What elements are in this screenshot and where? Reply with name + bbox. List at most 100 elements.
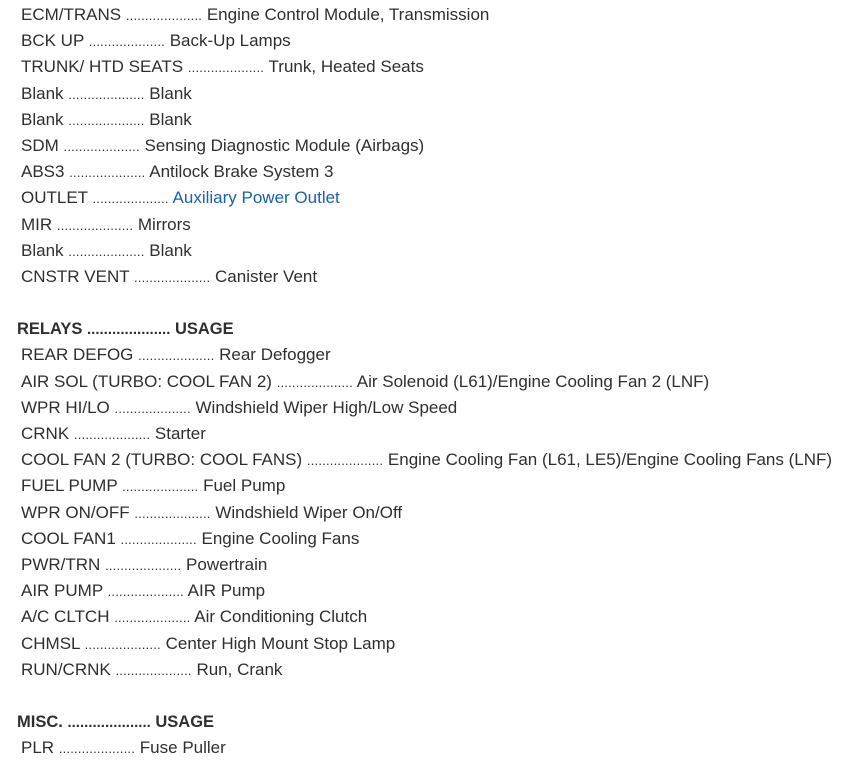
relay-row: WPR HI/LO .................... Windshiel… <box>0 395 848 421</box>
dot-leader: .................... <box>63 138 140 154</box>
relay-desc: Windshield Wiper On/Off <box>215 502 403 522</box>
dot-leader: .................... <box>107 584 184 600</box>
fuse-code: Blank <box>21 83 64 103</box>
fuse-code: SDM <box>21 135 59 155</box>
dot-leader: .................... <box>69 165 146 181</box>
relay-code: CRNK <box>21 424 70 443</box>
relay-row: CRNK .................... Starter <box>0 421 848 447</box>
relay-row: CHMSL .................... Center High M… <box>0 631 848 657</box>
relay-row: AIR PUMP .................... AIR Pump <box>0 578 848 604</box>
dot-leader: .................... <box>187 60 265 76</box>
relay-code: A/C CLTCH <box>21 607 110 627</box>
dot-leader: .................... <box>68 112 145 128</box>
relay-code: COOL FAN 2 (TURBO: COOL FANS) <box>21 450 303 470</box>
misc-header: MISC. .................... USAGE <box>0 709 848 735</box>
fuse-desc: Back-Up Lamps <box>169 31 291 51</box>
fuse-desc: Antilock Brake System 3 <box>149 162 334 182</box>
relay-code: AIR SOL (TURBO: COOL FAN 2) <box>21 371 272 391</box>
fuse-row: Blank .................... Blank <box>0 107 848 133</box>
relays-header-right: USAGE <box>174 320 234 339</box>
relay-desc: Air Conditioning Clutch <box>194 607 368 627</box>
dot-leader: .................... <box>114 610 191 626</box>
dot-leader: .................... <box>67 714 151 732</box>
fuse-code: CNSTR VENT <box>21 266 130 286</box>
relay-code: PWR/TRN <box>21 554 101 574</box>
fuse-desc: Mirrors <box>137 214 191 234</box>
section-spacer <box>0 290 848 316</box>
dot-leader: .................... <box>138 348 215 364</box>
misc-desc: Fuse Puller <box>139 738 226 758</box>
relay-desc: Engine Cooling Fan (L61, LE5)/Engine Coo… <box>387 450 833 470</box>
dot-leader: .................... <box>115 662 192 678</box>
fuse-desc: Blank <box>149 109 192 129</box>
relay-desc: Starter <box>154 424 206 443</box>
relay-row: REAR DEFOG .................... Rear Def… <box>0 342 848 368</box>
fuse-desc: Blank <box>149 83 192 103</box>
relay-desc: Rear Defogger <box>219 345 331 365</box>
relay-desc: Fuel Pump <box>203 476 286 496</box>
relay-row: AIR SOL (TURBO: COOL FAN 2) ............… <box>0 369 848 395</box>
fuse-row: Blank .................... Blank <box>0 238 848 264</box>
relay-desc: AIR Pump <box>187 581 266 601</box>
fuse-code: Blank <box>21 240 64 260</box>
relay-row: COOL FAN 2 (TURBO: COOL FANS) ..........… <box>0 447 848 473</box>
relay-code: COOL FAN1 <box>21 528 116 548</box>
relay-row: PWR/TRN .................... Powertrain <box>0 552 848 578</box>
relay-row: RUN/CRNK .................... Run, Crank <box>0 657 848 683</box>
dot-leader: .................... <box>87 321 171 339</box>
relay-row: COOL FAN1 .................... Engine Co… <box>0 526 848 552</box>
fuse-row: MIR .................... Mirrors <box>0 212 848 238</box>
dot-leader: .................... <box>276 374 353 390</box>
fuse-desc: Sensing Diagnostic Module (Airbags) <box>144 135 425 155</box>
fuse-code: ECM/TRANS <box>21 5 122 24</box>
fuse-row: OUTLET .................... Auxiliary Po… <box>0 185 848 211</box>
fuse-code: MIR <box>21 214 53 234</box>
auxiliary-power-outlet-link[interactable]: Auxiliary Power Outlet <box>172 188 340 208</box>
fuse-row: Blank .................... Blank <box>0 81 848 107</box>
relay-row: WPR ON/OFF .................... Windshie… <box>0 500 848 526</box>
relay-code: RUN/CRNK <box>21 659 111 679</box>
fuse-code: OUTLET <box>21 188 88 208</box>
relay-desc: Engine Cooling Fans <box>201 528 360 548</box>
dot-leader: .................... <box>58 741 136 757</box>
dot-leader: .................... <box>56 217 134 233</box>
dot-leader: .................... <box>120 531 197 547</box>
dot-leader: .................... <box>84 636 161 652</box>
fuse-desc: Blank <box>149 240 192 260</box>
dot-leader: .................... <box>68 243 145 259</box>
relay-row: A/C CLTCH .................... Air Condi… <box>0 604 848 630</box>
relay-desc: Center High Mount Stop Lamp <box>165 633 396 653</box>
dot-leader: .................... <box>122 479 199 495</box>
relay-code: WPR HI/LO <box>21 397 110 417</box>
misc-code: PLR <box>21 738 55 758</box>
dot-leader: .................... <box>73 427 151 442</box>
fuse-row: ABS3 .................... Antilock Brake… <box>0 159 848 185</box>
relays-header-left: RELAYS <box>17 320 83 339</box>
misc-header-left: MISC. <box>17 713 63 732</box>
relay-desc: Run, Crank <box>196 659 283 679</box>
fuse-row: CNSTR VENT .................... Canister… <box>0 264 848 290</box>
relay-code: FUEL PUMP <box>21 476 118 496</box>
relay-code: AIR PUMP <box>21 581 103 601</box>
relay-code: WPR ON/OFF <box>21 502 130 522</box>
dot-leader: .................... <box>88 34 165 50</box>
misc-header-right: USAGE <box>155 713 215 732</box>
relays-header: RELAYS .................... USAGE <box>0 316 848 342</box>
fuse-row: BCK UP .................... Back-Up Lamp… <box>0 28 848 54</box>
misc-row: PLR .................... Fuse Puller <box>0 735 848 761</box>
fuse-desc: Engine Control Module, Transmission <box>206 5 490 24</box>
relay-desc: Windshield Wiper High/Low Speed <box>195 397 458 417</box>
dot-leader: .................... <box>68 86 145 102</box>
dot-leader: .................... <box>114 400 191 416</box>
dot-leader: .................... <box>134 505 211 521</box>
fuse-code: ABS3 <box>21 162 65 182</box>
relay-code: CHMSL <box>21 633 80 653</box>
fuse-row: TRUNK/ HTD SEATS .................... Tr… <box>0 54 848 80</box>
relay-code: REAR DEFOG <box>21 345 134 365</box>
dot-leader: .................... <box>134 269 211 285</box>
dot-leader: .................... <box>92 191 169 207</box>
fuse-code: Blank <box>21 109 64 129</box>
relay-desc: Powertrain <box>186 554 268 574</box>
fuse-code: BCK UP <box>21 31 84 51</box>
